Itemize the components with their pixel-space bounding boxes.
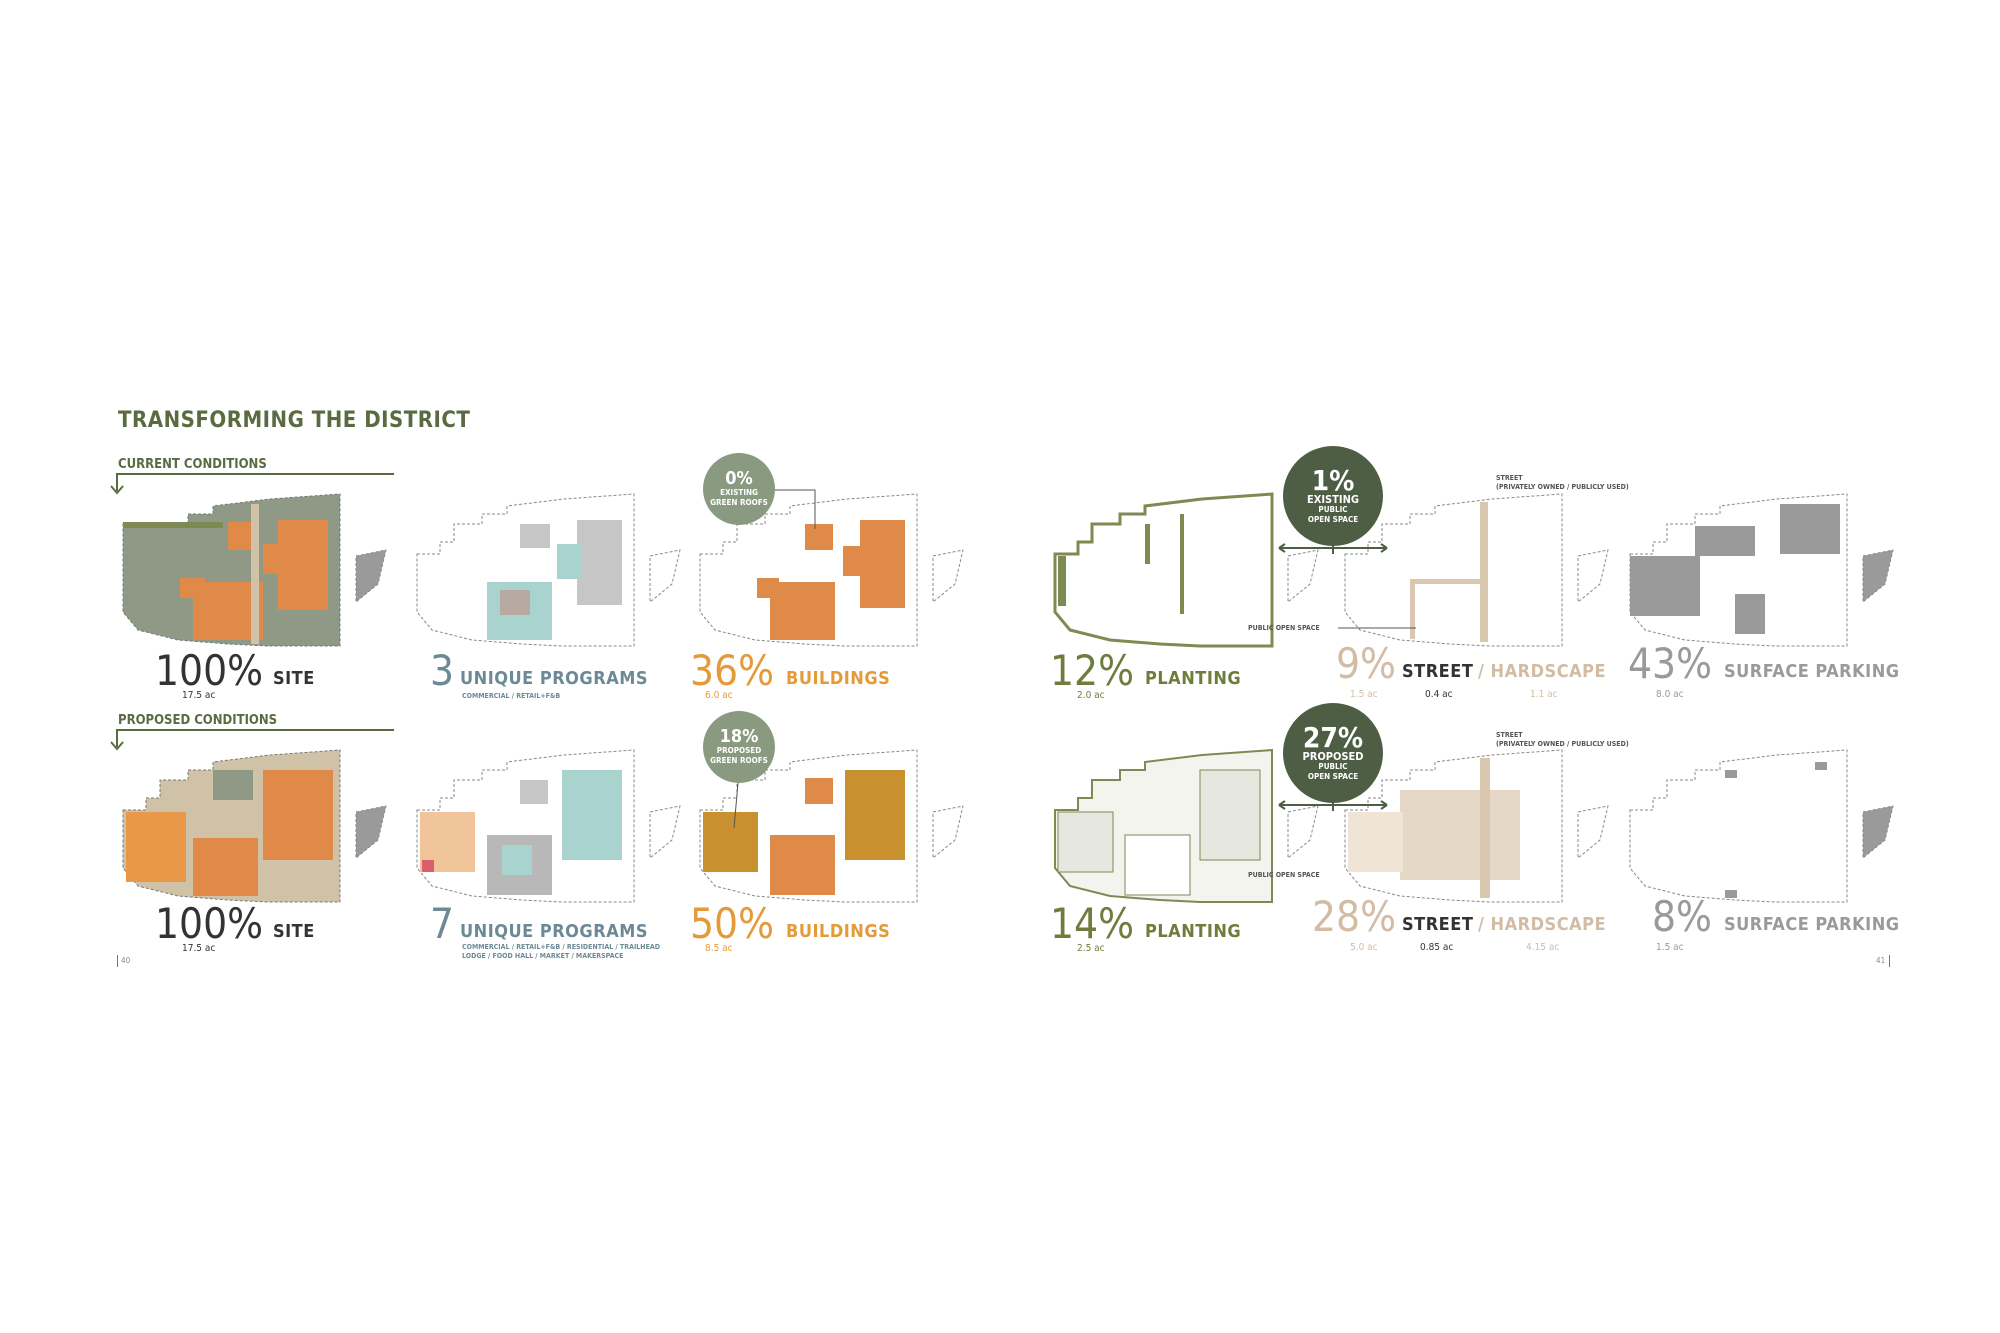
proposed-rule-drop — [116, 729, 118, 747]
leader-line — [733, 782, 739, 829]
street-area3-current: 1.1 ac — [1530, 689, 1558, 700]
openspace-line1: PROPOSED — [1302, 750, 1364, 763]
street-note-title: STREET — [1496, 474, 1523, 482]
street-map-current — [1344, 493, 1609, 647]
parking-pct-current: 43% — [1628, 639, 1712, 688]
planting-map-proposed — [1054, 748, 1319, 903]
street-area1-proposed: 5.0 ac — [1350, 942, 1378, 953]
openspace-pct: 27% — [1302, 721, 1364, 754]
buildings-area-proposed: 8.5 ac — [705, 943, 733, 954]
programs-count-current: 3 — [430, 646, 455, 695]
buildings-pct-proposed: 50% — [690, 899, 774, 948]
site-label-current: SITE — [273, 668, 315, 689]
parking-map-current — [1629, 493, 1894, 647]
buildings-label-proposed: BUILDINGS — [786, 921, 891, 942]
planting-area-current: 2.0 ac — [1077, 690, 1105, 701]
openspace-line2: PUBLIC — [1318, 762, 1348, 771]
street-area3-proposed: 4.15 ac — [1526, 942, 1560, 953]
openspace-line3: OPEN SPACE — [1307, 515, 1359, 524]
street-note-current: STREET (PRIVATELY OWNED / PUBLICLY USED) — [1496, 474, 1629, 492]
hardscape-label-proposed: / HARDSCAPE — [1478, 914, 1607, 935]
roofs-line1: EXISTING — [720, 488, 758, 497]
existing-open-space-badge: 1% EXISTING PUBLIC OPEN SPACE — [1283, 446, 1383, 546]
street-pct-proposed: 28% — [1312, 892, 1396, 941]
arrow-down-icon — [110, 485, 124, 495]
buildings-map-current — [699, 493, 964, 647]
street-note-proposed: STREET (PRIVATELY OWNED / PUBLICLY USED) — [1496, 731, 1629, 749]
roofs-line2: GREEN ROOFS — [710, 756, 768, 765]
site-map-current — [122, 493, 387, 647]
street-area2-current: 0.4 ac — [1425, 689, 1453, 700]
openspace-line3: OPEN SPACE — [1307, 772, 1359, 781]
planting-label-current: PLANTING — [1145, 668, 1242, 689]
site-pct-current: 100% — [155, 646, 264, 695]
programs-map-proposed — [416, 749, 681, 903]
buildings-pct-current: 36% — [690, 646, 774, 695]
existing-green-roofs-badge: 0% EXISTING GREEN ROOFS — [703, 453, 775, 525]
openspace-line2: PUBLIC — [1318, 505, 1348, 514]
parking-label-current: SURFACE PARKING — [1724, 661, 1900, 682]
double-arrow-icon — [1278, 799, 1388, 811]
roofs-line1: PROPOSED — [716, 746, 762, 755]
programs-sub-current: COMMERCIAL / RETAIL+F&B — [462, 692, 561, 700]
hardscape-label-current: / HARDSCAPE — [1478, 661, 1607, 682]
parking-area-current: 8.0 ac — [1656, 689, 1684, 700]
planting-pct-current: 12% — [1050, 646, 1134, 695]
proposed-rule — [116, 729, 394, 731]
programs-map-current — [416, 493, 681, 647]
arrow-down-icon — [110, 741, 124, 751]
street-area2-proposed: 0.85 ac — [1420, 942, 1454, 953]
double-arrow-icon — [1278, 542, 1388, 554]
parking-pct-proposed: 8% — [1652, 892, 1712, 941]
programs-label-current: UNIQUE PROGRAMS — [460, 668, 649, 689]
street-map-proposed — [1344, 749, 1609, 903]
current-rule — [116, 473, 394, 475]
street-label-proposed: STREET — [1402, 914, 1474, 935]
parking-label-proposed: SURFACE PARKING — [1724, 914, 1900, 935]
buildings-area-current: 6.0 ac — [705, 690, 733, 701]
roofs-pct: 18% — [719, 726, 759, 747]
street-note-sub: (PRIVATELY OWNED / PUBLICLY USED) — [1496, 740, 1629, 748]
programs-count-proposed: 7 — [430, 899, 455, 948]
planting-area-proposed: 2.5 ac — [1077, 943, 1105, 954]
parking-area-proposed: 1.5 ac — [1656, 942, 1684, 953]
roofs-line2: GREEN ROOFS — [710, 498, 768, 507]
site-map-proposed — [122, 749, 387, 903]
page-number-right: 41 — [1876, 956, 1886, 965]
street-note-sub: (PRIVATELY OWNED / PUBLICLY USED) — [1496, 483, 1629, 491]
proposed-green-roofs-badge: 18% PROPOSED GREEN ROOFS — [703, 711, 775, 783]
openspace-pct: 1% — [1311, 464, 1355, 497]
programs-sub1-proposed: COMMERCIAL / RETAIL+F&B / RESIDENTIAL / … — [462, 943, 660, 951]
parking-map-proposed — [1629, 749, 1894, 903]
site-pct-proposed: 100% — [155, 899, 264, 948]
programs-sub2-proposed: LODGE / FOOD HALL / MARKET / MAKERSPACE — [462, 952, 624, 960]
buildings-map-proposed — [699, 749, 964, 903]
planting-map-current — [1053, 492, 1319, 648]
site-area-current: 17.5 ac — [182, 690, 216, 701]
proposed-conditions-heading: PROPOSED CONDITIONS — [118, 713, 278, 728]
page-number-left: 40 — [121, 956, 131, 965]
roofs-pct: 0% — [725, 468, 753, 489]
buildings-label-current: BUILDINGS — [786, 668, 891, 689]
site-area-proposed: 17.5 ac — [182, 943, 216, 954]
openspace-line1: EXISTING — [1306, 493, 1360, 506]
planting-pct-proposed: 14% — [1050, 899, 1134, 948]
planting-label-proposed: PLANTING — [1145, 921, 1242, 942]
street-area1-current: 1.5 ac — [1350, 689, 1378, 700]
page-marker-left — [117, 955, 118, 967]
street-label-current: STREET — [1402, 661, 1474, 682]
public-note-proposed: PUBLIC OPEN SPACE — [1248, 871, 1320, 879]
leader-line — [775, 489, 816, 529]
public-note-current: PUBLIC OPEN SPACE — [1248, 624, 1320, 632]
site-label-proposed: SITE — [273, 921, 315, 942]
current-conditions-heading: CURRENT CONDITIONS — [118, 457, 267, 472]
proposed-open-space-badge: 27% PROPOSED PUBLIC OPEN SPACE — [1283, 703, 1383, 803]
page-marker-right — [1889, 955, 1890, 967]
street-pct-current: 9% — [1336, 639, 1396, 688]
current-rule-drop — [116, 473, 118, 491]
leader-line — [1338, 627, 1416, 629]
programs-label-proposed: UNIQUE PROGRAMS — [460, 921, 649, 942]
page-title: TRANSFORMING THE DISTRICT — [118, 408, 471, 433]
street-note-title: STREET — [1496, 731, 1523, 739]
